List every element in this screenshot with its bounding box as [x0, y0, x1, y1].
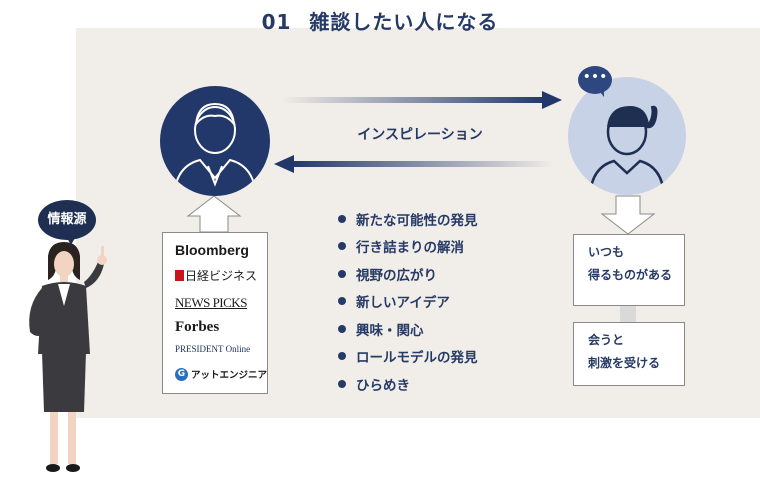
bullet-icon: [338, 352, 346, 361]
arrow-down-outline: [600, 195, 656, 235]
arrow-to-right: [282, 91, 562, 109]
bullet-icon: [338, 379, 346, 388]
info-sources-box: Bloomberg 日経ビジネス NEWS PICKS Forbes PRESI…: [162, 232, 268, 394]
bullet-icon: [338, 214, 346, 223]
benefit-item: 視野の広がり: [338, 260, 478, 288]
benefit-item: ひらめき: [338, 370, 478, 398]
benefit-item: 新たな可能性の発見: [338, 205, 478, 233]
bullet-icon: [338, 297, 346, 306]
result-connector: [620, 306, 636, 322]
bullet-icon: [338, 269, 346, 278]
result-box-gain: いつも 得るものがある: [573, 234, 685, 306]
benefits-list: 新たな可能性の発見 行き詰まりの解消 視野の広がり 新しいアイデア 興味・関心 …: [338, 205, 478, 398]
avatar-person-right: [568, 77, 686, 195]
chat-bubble-icon: •••: [578, 66, 612, 97]
benefit-item: 行き詰まりの解消: [338, 233, 478, 261]
arrow-up-outline: [186, 195, 242, 233]
source-nikkei-business: 日経ビジネス: [175, 267, 257, 284]
bullet-icon: [338, 242, 346, 251]
person-silhouette-icon: [173, 102, 257, 196]
source-newspicks: NEWS PICKS: [175, 295, 247, 310]
nikkei-mark-icon: [175, 270, 184, 281]
businesswoman-figure: [29, 242, 107, 472]
title-text: 雑談したい人になる: [309, 10, 499, 34]
at-engineer-logo-icon: G: [175, 367, 188, 381]
result-box-stimulus: 会うと 刺激を受ける: [573, 322, 685, 386]
bullet-icon: [338, 324, 346, 333]
title-number: 01: [261, 10, 292, 34]
benefit-item: ロールモデルの発見: [338, 343, 478, 371]
source-forbes: Forbes: [175, 319, 220, 335]
woman-silhouette-icon: [588, 105, 666, 195]
avatar-person-left: [160, 86, 270, 196]
benefit-item: 新しいアイデア: [338, 288, 478, 316]
arrow-to-left: [274, 155, 554, 173]
speech-bubble-info-source: 情報源: [38, 200, 96, 245]
page-title: 01 雑談したい人になる: [0, 6, 760, 35]
source-president-online: PRESIDENT Online: [175, 344, 251, 354]
inspiration-label: インスピレーション: [357, 127, 483, 143]
benefit-item: 興味・関心: [338, 315, 478, 343]
source-bloomberg: Bloomberg: [175, 242, 249, 258]
